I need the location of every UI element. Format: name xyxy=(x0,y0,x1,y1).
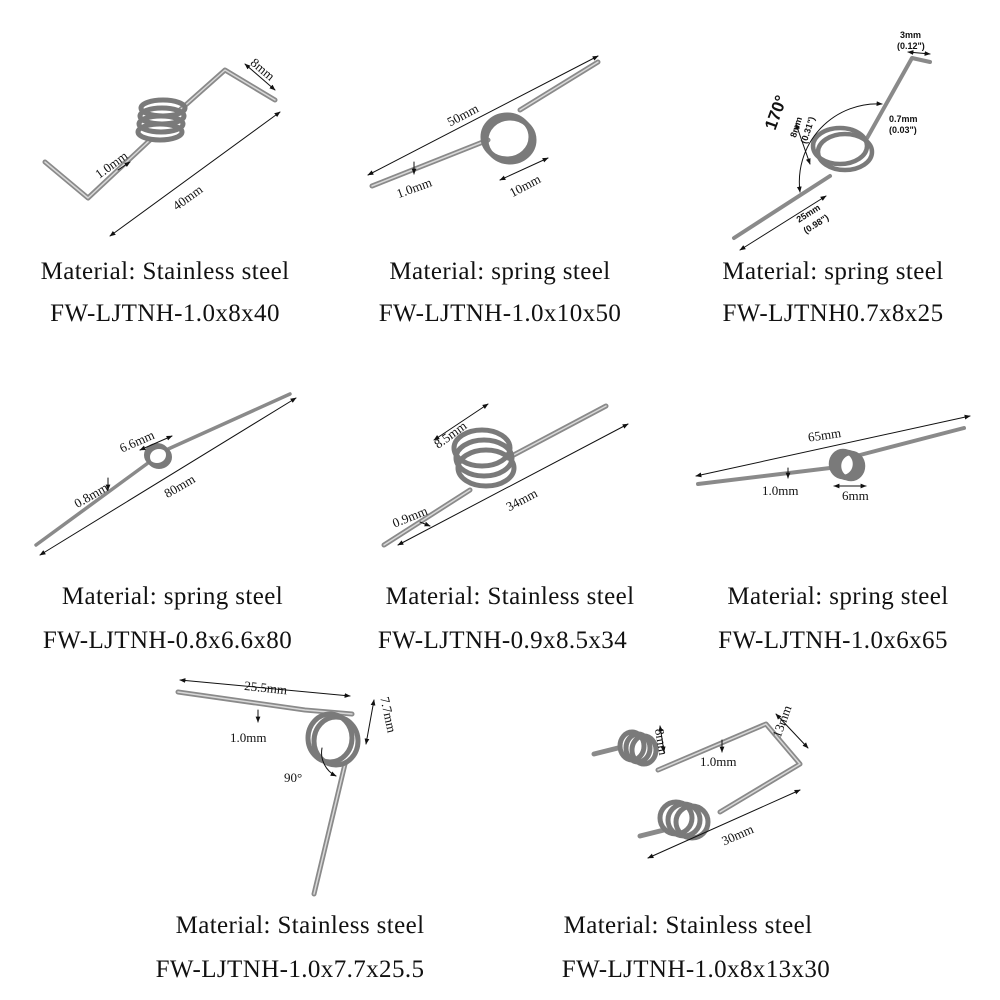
spring-2-material: Material: spring steel xyxy=(389,258,611,285)
spring-4-code: FW-LJTNH-0.8x6.6x80 xyxy=(42,627,293,654)
spring-6-leg-dim: 65mm xyxy=(807,425,842,444)
spring-6-illustration xyxy=(695,414,971,489)
spring-1-code: FW-LJTNH-1.0x8x40 xyxy=(50,300,280,327)
spring-4-leg-dim: 80mm xyxy=(161,471,197,501)
spring-2-coil-dim: 10mm xyxy=(507,171,543,200)
spring-3-angle: 170° xyxy=(761,93,791,133)
spring-5-material: Material: Stainless steel xyxy=(385,583,635,610)
spring-3-wire-inch: (0.03") xyxy=(889,125,917,135)
spring-3-wire xyxy=(732,56,932,240)
spring-6-code: FW-LJTNH-1.0x6x65 xyxy=(718,627,948,654)
spring-2-illustration xyxy=(367,55,601,189)
spring-4-illustration xyxy=(34,392,297,556)
spring-3-wire-dim: 0.7mm xyxy=(889,114,918,124)
spring-2-coil xyxy=(480,112,537,165)
spring-8-wire-dim: 1.0mm xyxy=(700,754,736,769)
spring-8-coil-bottom xyxy=(657,799,711,841)
spring-4-material: Material: spring steel xyxy=(61,583,284,610)
spring-8-code: FW-LJTNH-1.0x8x13x30 xyxy=(561,956,831,983)
spring-7-code: FW-LJTNH-1.0x7.7x25.5 xyxy=(155,956,425,983)
spring-7-coil-dim: 7.7mm xyxy=(377,695,399,734)
spring-5-code: FW-LJTNH-0.9x8.5x34 xyxy=(377,627,628,654)
spring-7-coil xyxy=(305,711,361,768)
spring-3-code: FW-LJTNH0.7x8x25 xyxy=(722,300,944,327)
spring-5-leg-dim: 34mm xyxy=(503,485,539,514)
spring-3-hook-dim: 3mm xyxy=(900,30,921,40)
spring-2-code: FW-LJTNH-1.0x10x50 xyxy=(378,300,622,327)
spring-6-coil-dim: 6mm xyxy=(842,488,869,503)
spring-3-hook-inch: (0.12") xyxy=(897,41,925,51)
spring-3-illustration xyxy=(732,50,932,251)
spring-8-illustration xyxy=(591,713,809,859)
spring-8-leg-dim: 30mm xyxy=(719,821,755,848)
spring-8-coil-dim: 8mm xyxy=(652,727,671,756)
spring-5-illustration xyxy=(381,403,629,548)
spring-1-material: Material: Stainless steel xyxy=(40,258,290,285)
spring-8-wire xyxy=(591,721,803,839)
spring-8-coil-top xyxy=(617,729,659,767)
spring-3-coil xyxy=(810,125,875,173)
spring-7-wire-dim: 1.0mm xyxy=(230,730,266,745)
spring-1-coil xyxy=(135,97,188,143)
spring-3-material: Material: spring steel xyxy=(722,258,944,285)
spring-8-material: Material: Stainless steel xyxy=(563,912,813,939)
spring-7-material: Material: Stainless steel xyxy=(175,912,425,939)
spring-6-material: Material: spring steel xyxy=(727,583,949,610)
spring-7-angle: 90° xyxy=(284,770,302,785)
spring-7-illustration xyxy=(175,678,376,897)
spring-2-leg-dim: 50mm xyxy=(445,100,481,129)
spring-4-wire xyxy=(34,392,292,547)
spring-7-leg-dim: 25.5mm xyxy=(244,678,288,697)
spring-8-width-dim: 13mm xyxy=(769,703,794,739)
spring-4-coil xyxy=(144,443,172,469)
spring-1-leg-dim: 40mm xyxy=(170,182,206,214)
spring-6-coil xyxy=(828,448,866,482)
spring-5-coil xyxy=(451,427,517,489)
spring-2-wire-dim: 1.0mm xyxy=(394,175,433,202)
spring-6-wire-dim: 1.0mm xyxy=(762,483,798,498)
spring-1-illustration xyxy=(42,63,281,237)
